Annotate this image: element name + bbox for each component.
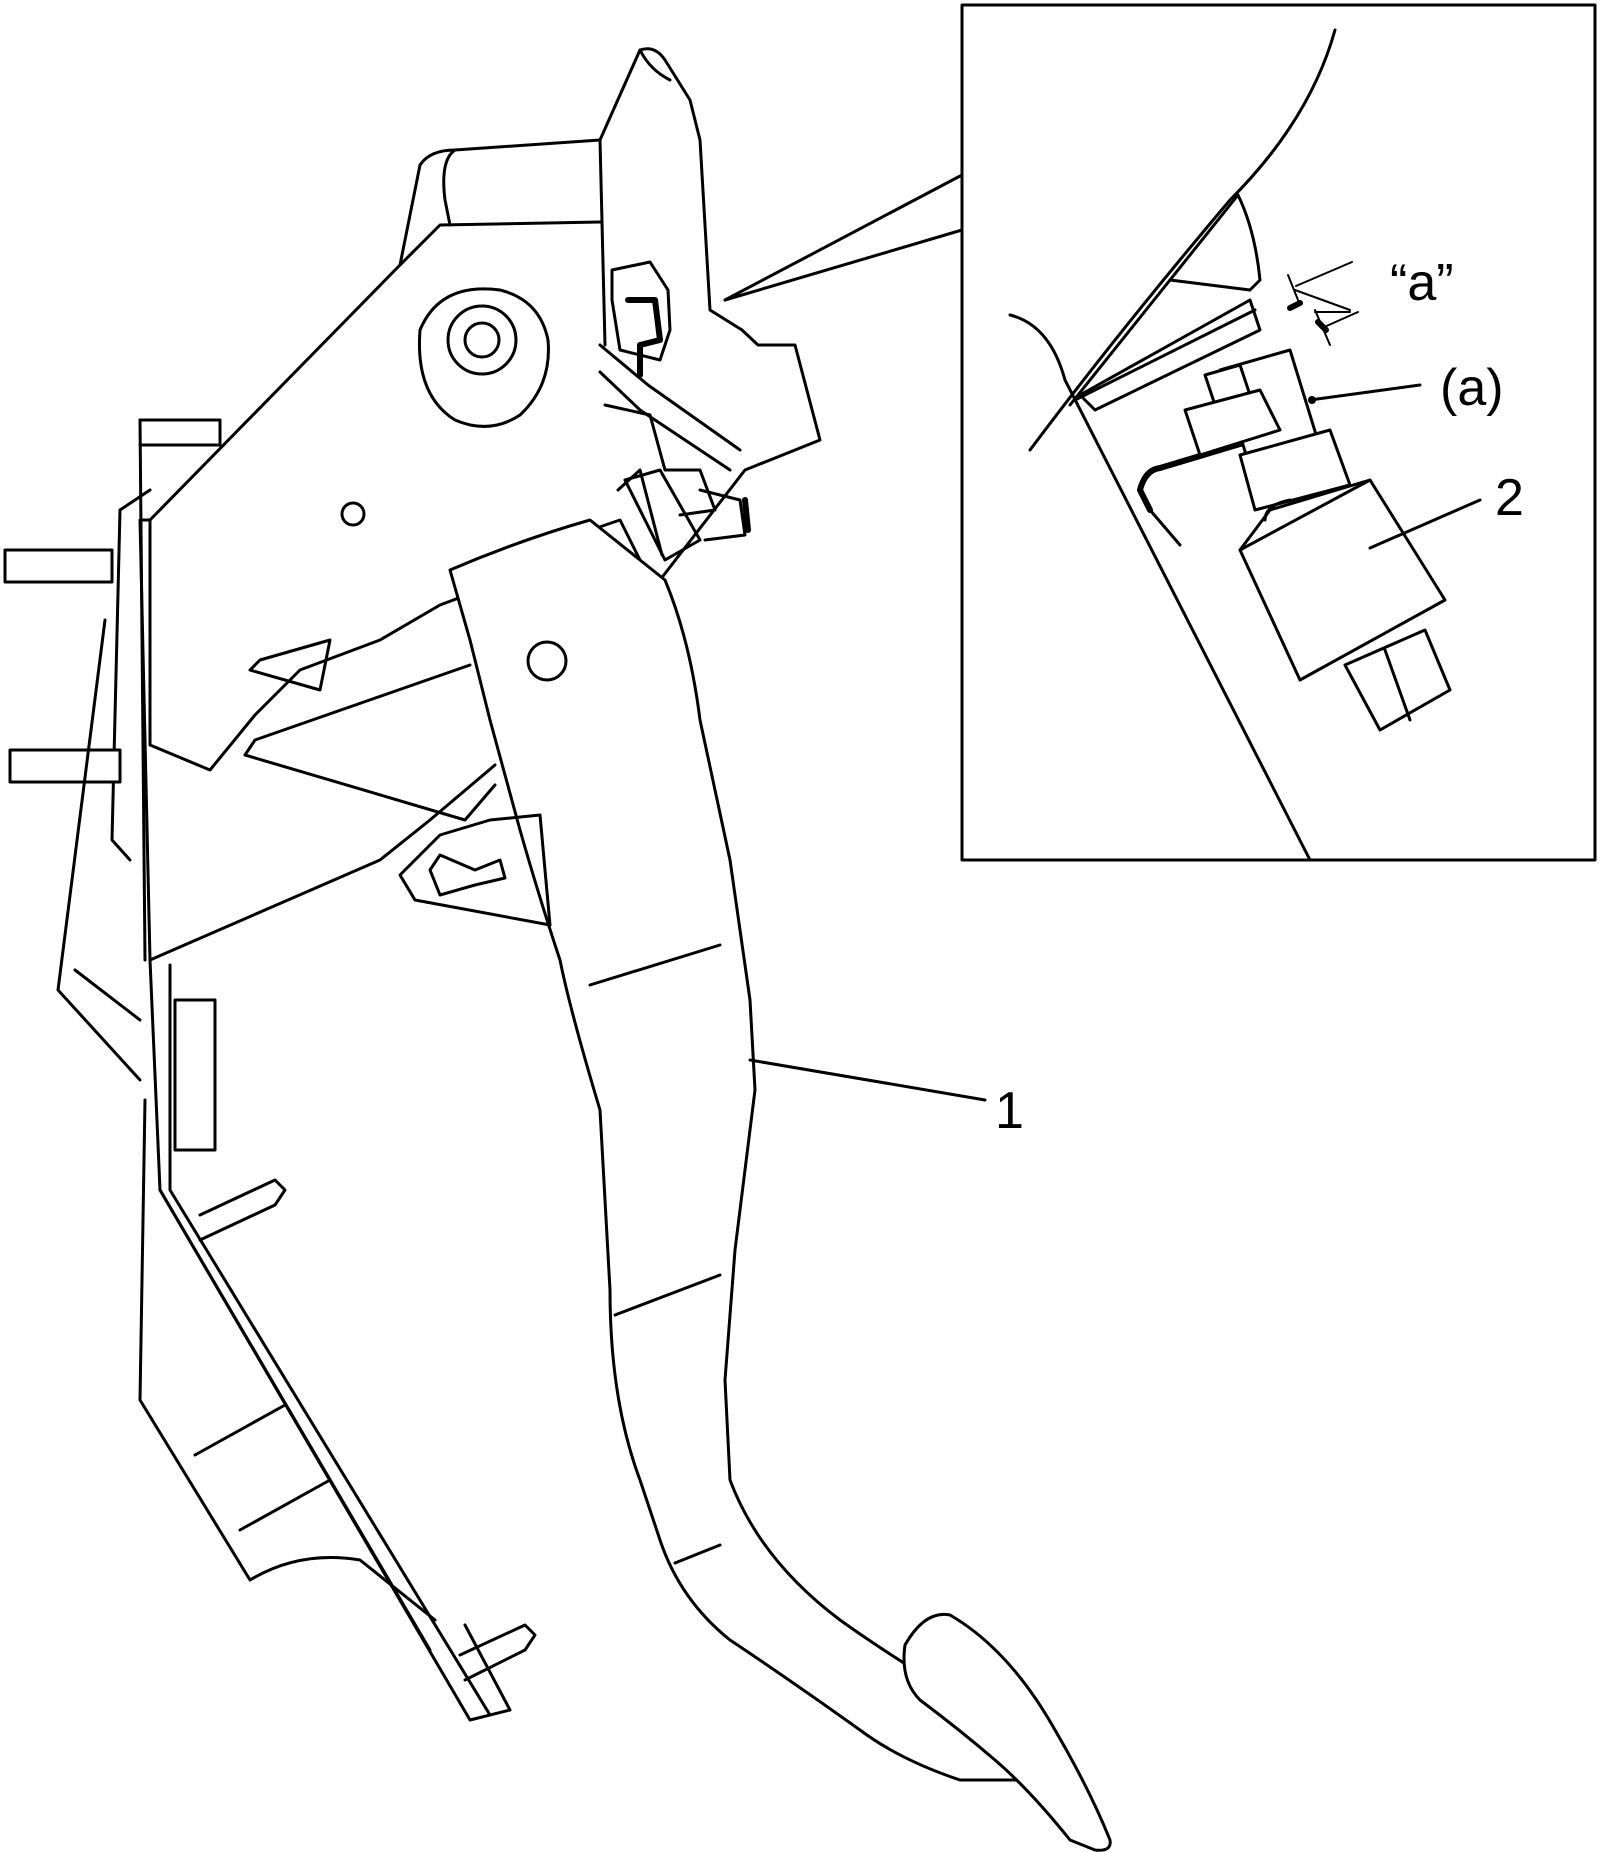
- point-a-label: (a): [1440, 359, 1504, 417]
- detail-inset: [723, 3, 1597, 862]
- point-a-marker: [1308, 396, 1316, 404]
- part1-leader: [748, 1058, 987, 1102]
- gap-a-label: “a”: [1390, 254, 1454, 312]
- part2-label: 2: [1495, 469, 1524, 527]
- switch-mount: [598, 260, 751, 562]
- pedal-bracket: [3, 47, 822, 1722]
- part1-label: 1: [995, 1082, 1024, 1140]
- pedal-arm: [398, 518, 1112, 1852]
